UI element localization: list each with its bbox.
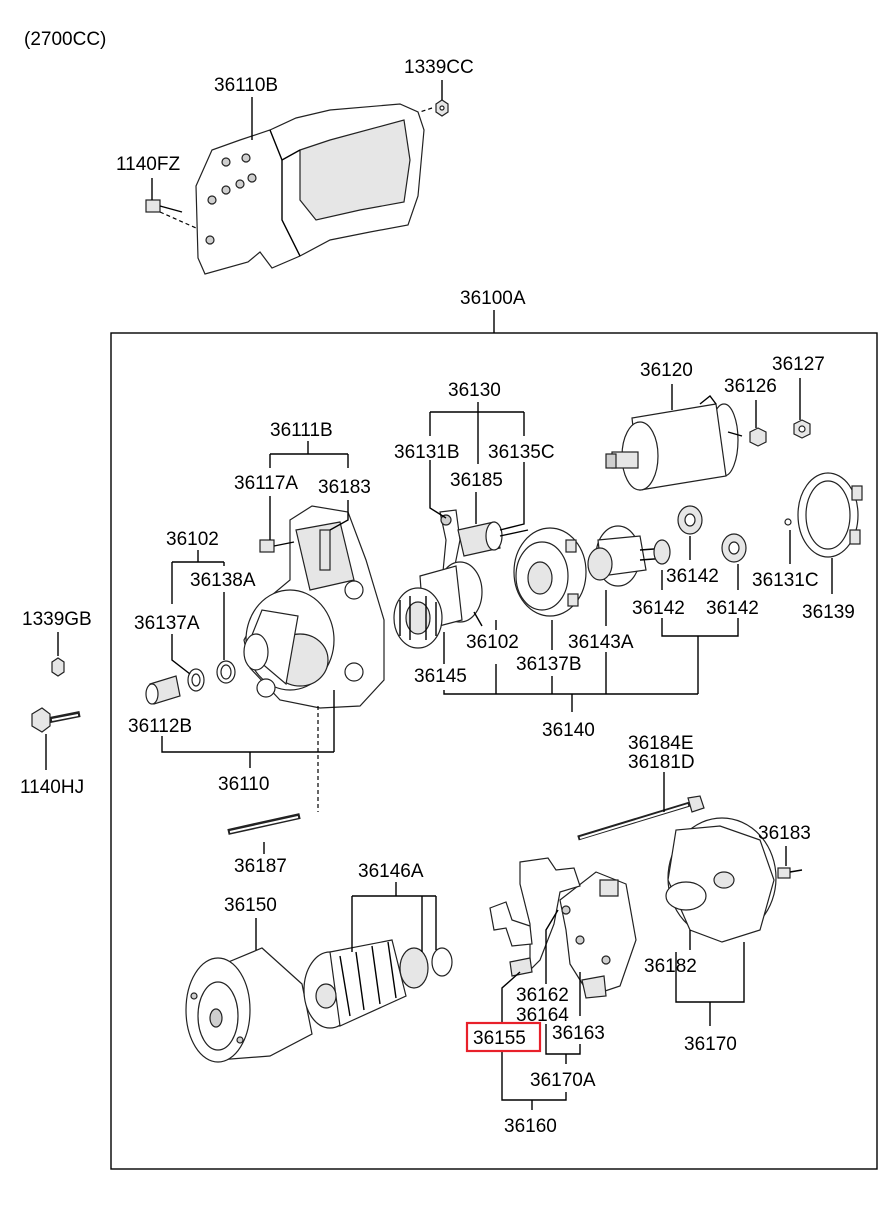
cover-ring-part[interactable] xyxy=(797,472,863,558)
nut-1339gb-part[interactable] xyxy=(51,657,65,677)
label-1140FZ[interactable]: 1140FZ xyxy=(116,154,180,175)
bolt-1140hj-part[interactable] xyxy=(31,707,81,733)
planet-gear-b-part[interactable] xyxy=(721,533,747,563)
label-36139[interactable]: 36139 xyxy=(802,602,855,623)
label-36162[interactable]: 36162 xyxy=(516,985,569,1006)
label-36163[interactable]: 36163 xyxy=(552,1023,605,1044)
label-36187[interactable]: 36187 xyxy=(234,856,287,877)
label-36182[interactable]: 36182 xyxy=(644,956,697,977)
label-36131B[interactable]: 36131B xyxy=(394,442,460,463)
solenoid-part[interactable] xyxy=(605,395,743,491)
nut-36127-part[interactable] xyxy=(793,419,811,439)
label-36126[interactable]: 36126 xyxy=(724,376,777,397)
ball-36131c-part[interactable] xyxy=(784,518,792,526)
label-36120[interactable]: 36120 xyxy=(640,360,693,381)
lever-pin-part[interactable] xyxy=(457,521,529,557)
label-36140[interactable]: 36140 xyxy=(542,720,595,741)
screw-36183-part[interactable] xyxy=(777,867,803,879)
label-36143A[interactable]: 36143A xyxy=(568,632,634,653)
label-36138A[interactable]: 36138A xyxy=(190,570,256,591)
brush-holder-part[interactable] xyxy=(559,871,637,999)
highlight-box xyxy=(465,1021,542,1053)
label-36102-left[interactable]: 36102 xyxy=(166,529,219,550)
label-36160[interactable]: 36160 xyxy=(504,1116,557,1137)
label-36146A[interactable]: 36146A xyxy=(358,861,424,882)
label-1339CC[interactable]: 1339CC xyxy=(404,57,474,78)
label-36100A[interactable]: 36100A xyxy=(460,288,526,309)
internal-gear-part[interactable] xyxy=(513,527,587,617)
bolt-36117a-part[interactable] xyxy=(259,539,295,553)
label-36110[interactable]: 36110 xyxy=(218,774,269,795)
label-36117A[interactable]: 36117A xyxy=(234,473,298,494)
label-36127[interactable]: 36127 xyxy=(772,354,825,375)
label-36142-right[interactable]: 36142 xyxy=(706,598,759,619)
through-bolt-part[interactable] xyxy=(577,795,705,841)
ring-36138a-part[interactable] xyxy=(216,660,236,684)
label-36131C[interactable]: 36131C xyxy=(752,570,819,591)
label-36102-mid[interactable]: 36102 xyxy=(466,632,519,653)
label-1339GB[interactable]: 1339GB xyxy=(22,609,92,630)
armature-part[interactable] xyxy=(303,939,453,1029)
label-36137B[interactable]: 36137B xyxy=(516,654,582,675)
label-36135C[interactable]: 36135C xyxy=(488,442,555,463)
label-36112B[interactable]: 36112B xyxy=(128,716,192,737)
nut-36126-part[interactable] xyxy=(749,427,767,447)
label-36111B[interactable]: 36111B xyxy=(270,420,333,441)
label-36164[interactable]: 36164 xyxy=(516,1005,569,1026)
label-36183-bottom[interactable]: 36183 xyxy=(758,823,811,844)
label-36145[interactable]: 36145 xyxy=(414,666,467,687)
overrunning-clutch-part[interactable] xyxy=(393,561,483,649)
washer-36137a-part[interactable] xyxy=(187,668,205,692)
nut-1339cc-part[interactable] xyxy=(435,99,449,117)
engine-label: (2700CC) xyxy=(24,29,106,50)
label-36181D[interactable]: 36181D xyxy=(628,752,695,773)
heat-shield-part[interactable] xyxy=(195,103,425,275)
label-36142-top[interactable]: 36142 xyxy=(666,566,719,587)
stud-36187-part[interactable] xyxy=(227,813,301,835)
brush-36155-part[interactable] xyxy=(489,901,533,977)
label-36150[interactable]: 36150 xyxy=(224,895,277,916)
label-36185[interactable]: 36185 xyxy=(450,470,503,491)
label-36142-left[interactable]: 36142 xyxy=(632,598,685,619)
label-36170[interactable]: 36170 xyxy=(684,1034,737,1055)
label-36155[interactable]: 36155 xyxy=(473,1028,526,1049)
label-36184E[interactable]: 36184E xyxy=(628,733,694,754)
yoke-part[interactable] xyxy=(185,947,313,1063)
label-36170A[interactable]: 36170A xyxy=(530,1070,596,1091)
planet-gear-a-part[interactable] xyxy=(677,505,703,535)
label-1140HJ[interactable]: 1140HJ xyxy=(20,777,84,798)
label-36137A[interactable]: 36137A xyxy=(134,613,200,634)
rear-cover-part[interactable] xyxy=(665,817,777,943)
label-36183-top[interactable]: 36183 xyxy=(318,477,371,498)
label-36110B[interactable]: 36110B xyxy=(214,75,278,96)
front-housing-part[interactable] xyxy=(243,505,385,709)
brush-plate-part[interactable] xyxy=(519,857,581,972)
bolt-1140fz-part[interactable] xyxy=(145,199,183,213)
bushing-36112b-part[interactable] xyxy=(145,675,181,705)
planet-carrier-part[interactable] xyxy=(587,525,671,587)
label-36130[interactable]: 36130 xyxy=(448,380,501,401)
